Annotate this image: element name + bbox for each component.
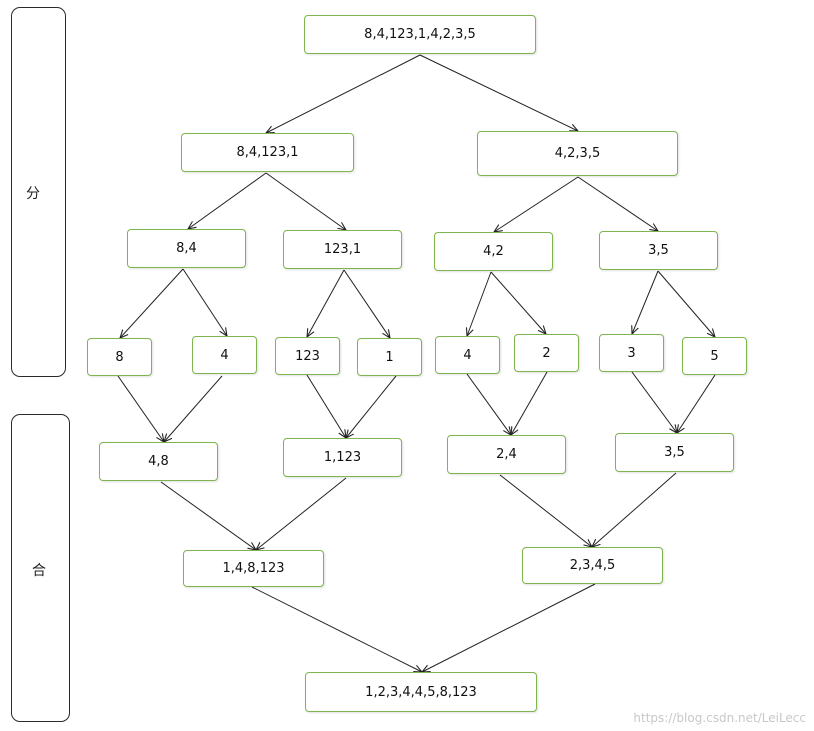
node-merge-1-123: 1,123 [283,438,402,477]
edge-arrow-15 [117,375,164,442]
edge-arrow-18 [346,375,397,438]
edge-arrow-8 [182,268,227,336]
divide-phase-label: 分 [26,186,40,202]
node-split-left: 8,4,123,1 [181,133,354,172]
node-split-123-1: 123,1 [283,230,402,269]
merge-phase-label: 合 [32,563,46,579]
node-root: 8,4,123,1,4,2,3,5 [304,15,536,54]
edge-arrow-3 [188,172,267,229]
edge-arrow-7 [120,268,184,338]
node-merge-right: 2,3,4,5 [522,547,663,584]
edge-arrow-25 [499,474,592,547]
node-result: 1,2,3,4,4,5,8,123 [305,672,537,712]
edge-arrow-14 [657,270,715,337]
edge-arrow-13 [632,270,659,334]
node-leaf-123: 123 [275,337,340,375]
edge-arrow-10 [343,269,390,338]
edge-arrow-20 [511,371,548,435]
node-leaf-8: 8 [87,338,152,376]
node-leaf-1: 1 [357,338,422,376]
node-leaf-4b: 4 [435,336,500,374]
node-split-4-2: 4,2 [434,232,553,271]
node-leaf-3: 3 [599,334,664,372]
node-split-8-4: 8,4 [127,229,246,268]
edge-arrow-19 [466,373,511,435]
merge-phase-panel [11,414,70,722]
edge-arrow-9 [307,269,345,337]
watermark: https://blog.csdn.net/LeiLecc [633,711,806,725]
edge-arrow-12 [490,271,546,334]
edge-arrow-4 [265,172,346,230]
edge-arrow-27 [251,586,422,672]
edge-arrow-28 [422,583,596,672]
edge-arrow-23 [160,481,256,550]
node-merge-2-4: 2,4 [447,435,566,474]
node-merge-left: 1,4,8,123 [183,550,324,587]
edge-arrow-24 [256,477,347,550]
edge-arrow-16 [164,375,223,442]
node-split-3-5: 3,5 [599,231,718,270]
edge-arrow-2 [419,54,578,131]
edge-arrow-1 [266,54,421,133]
edge-arrow-11 [467,271,492,336]
node-merge-4-8: 4,8 [99,442,218,481]
divide-phase-panel [11,7,66,377]
edge-arrow-26 [592,472,677,547]
node-leaf-2: 2 [514,334,579,372]
edge-arrow-6 [577,176,658,231]
edge-arrow-17 [306,374,346,438]
node-merge-3-5: 3,5 [615,433,734,472]
node-leaf-5: 5 [682,337,747,375]
edge-arrow-5 [494,176,579,232]
edge-arrow-21 [631,371,677,433]
edge-arrow-22 [677,374,716,433]
node-leaf-4: 4 [192,336,257,374]
node-split-right: 4,2,3,5 [477,131,678,176]
